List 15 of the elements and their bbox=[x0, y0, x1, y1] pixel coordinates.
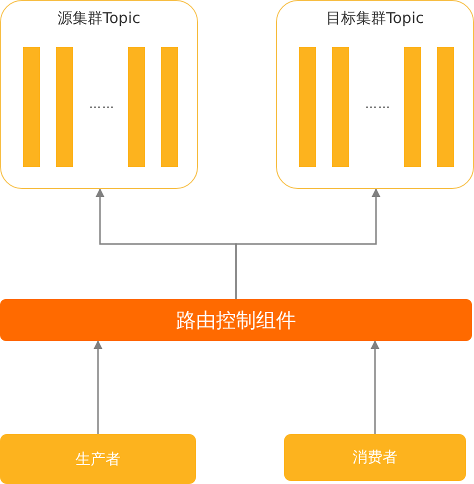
ellipsis-text: …… bbox=[89, 97, 115, 111]
topic-box bbox=[276, 0, 474, 189]
client-label: 消费者 bbox=[352, 448, 398, 467]
topic-box bbox=[0, 0, 198, 189]
router-label: 路由控制组件 bbox=[176, 306, 296, 334]
ellipsis-text: …… bbox=[365, 97, 391, 111]
client-box bbox=[0, 434, 196, 484]
topic-title: 源集群Topic bbox=[56, 9, 142, 28]
client-label: 生产者 bbox=[76, 450, 120, 468]
router-bar bbox=[0, 299, 472, 341]
arrow bbox=[370, 340, 380, 434]
client-box bbox=[284, 434, 466, 481]
arrow bbox=[235, 188, 380, 299]
topic-title: 目标集群Topic bbox=[325, 9, 425, 28]
arrow bbox=[94, 340, 102, 434]
